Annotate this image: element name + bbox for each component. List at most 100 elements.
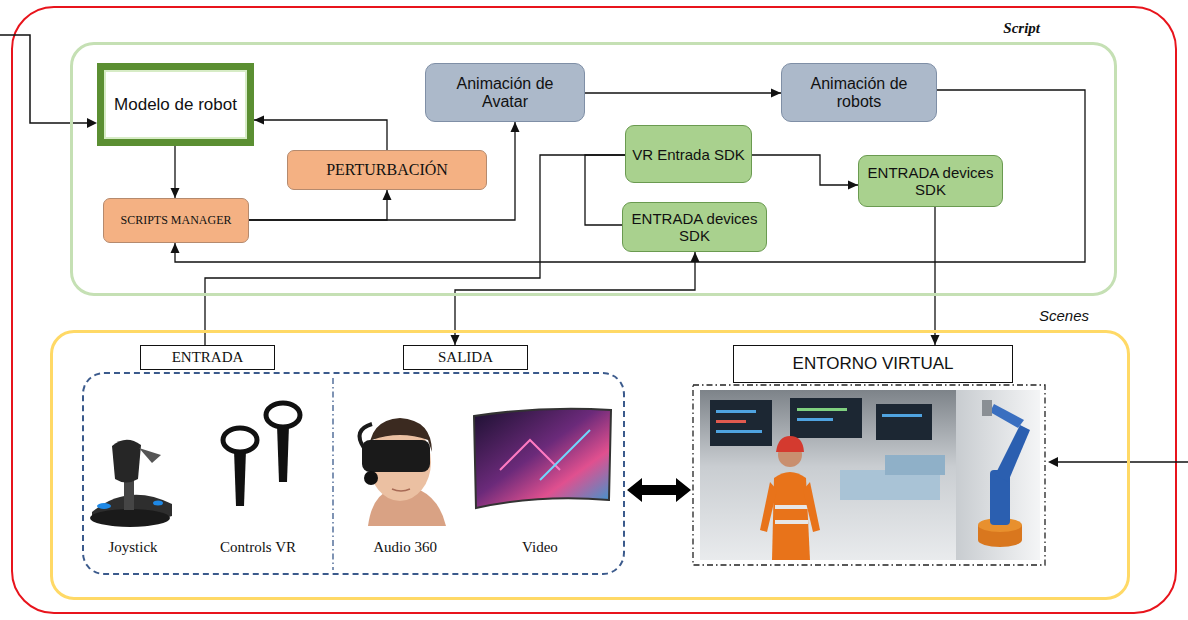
illustration-shape xyxy=(87,118,97,128)
illustration-shape xyxy=(332,378,333,570)
illustration-shape xyxy=(223,428,257,452)
connector-line xyxy=(254,120,387,150)
illustration-shape xyxy=(474,409,611,508)
connector-line xyxy=(585,92,781,93)
environment-label-box: ENTORNO VIRTUAL xyxy=(733,345,1013,383)
model-box: Modelo de robot xyxy=(97,63,254,146)
arrowhead xyxy=(171,243,180,253)
illustration-shape xyxy=(803,482,820,532)
illustration-shape xyxy=(760,482,777,532)
illustration-shape xyxy=(12,7,1176,613)
illustration-shape xyxy=(266,403,300,427)
illustration-shape xyxy=(995,425,1030,482)
animation-box: Animación de Avatar xyxy=(425,63,585,122)
illustration-shape xyxy=(112,440,141,483)
illustration-shape xyxy=(364,471,378,485)
box-text: ENTRADA devices SDK xyxy=(865,164,996,198)
io-label-box: ENTRADA xyxy=(140,345,275,370)
arrowhead xyxy=(931,335,940,345)
caption-text: Script xyxy=(1003,20,1040,37)
illustration-shape xyxy=(790,398,862,438)
box-text: ENTRADA xyxy=(172,349,244,366)
vr-controllers-icon xyxy=(223,403,300,506)
video-screen-icon xyxy=(474,409,611,508)
connector xyxy=(249,122,520,220)
box-text: Animación de Avatar xyxy=(432,75,578,111)
illustration-shape xyxy=(627,478,691,502)
illustration-shape xyxy=(153,501,163,506)
box-text: VR Entrada SDK xyxy=(632,146,745,163)
caption-text: Video xyxy=(522,539,558,556)
connector xyxy=(931,207,940,345)
caption-text: Audio 360 xyxy=(373,539,437,556)
illustration-shape xyxy=(1058,461,1188,463)
device-panel: JoystickControls VRAudio 360Video xyxy=(82,372,625,575)
arrowhead xyxy=(848,181,858,190)
illustration-shape xyxy=(234,450,246,506)
illustration-shape xyxy=(885,455,945,475)
joystick-icon xyxy=(90,440,172,527)
virtual-environment-picture xyxy=(693,385,1045,565)
illustration-shape xyxy=(982,400,992,416)
double-arrow xyxy=(627,478,691,502)
sdk-box: ENTRADA devices SDK xyxy=(858,155,1003,207)
box-text: ENTRADA devices SDK xyxy=(629,210,760,244)
box-text: PERTURBACIÓN xyxy=(326,161,448,179)
script-region: ScriptModelo de robotAnimación de Avatar… xyxy=(70,42,1117,296)
illustration-shape xyxy=(360,424,373,448)
illustration-shape xyxy=(277,425,289,482)
illustration-shape xyxy=(90,509,170,527)
animation-box: Animación de robots xyxy=(781,63,937,122)
illustration-shape xyxy=(710,400,772,446)
connector xyxy=(171,90,1086,262)
connector-line xyxy=(752,155,858,185)
illustration-shape xyxy=(392,489,410,491)
connector xyxy=(254,116,387,151)
arrowhead xyxy=(171,188,180,198)
illustration-shape xyxy=(775,520,808,524)
illustration-shape xyxy=(797,408,847,411)
connector-line xyxy=(249,122,515,220)
arrowhead xyxy=(254,116,264,125)
box-text: ENTORNO VIRTUAL xyxy=(793,354,954,374)
connector xyxy=(249,190,392,220)
panel-divider xyxy=(333,378,334,570)
connector xyxy=(171,146,180,198)
illustration-shape xyxy=(0,35,88,123)
illustration-shape xyxy=(716,420,746,423)
illustration-shape xyxy=(956,390,1040,560)
illustration-shape xyxy=(775,505,808,509)
illustration-shape xyxy=(97,503,111,509)
connector-line xyxy=(175,90,1085,262)
disturbance-box: PERTURBACIÓN xyxy=(287,150,487,190)
manager-box: SCRIPTS MANAGER xyxy=(103,198,249,243)
arrowhead xyxy=(511,122,520,132)
outer-frame xyxy=(12,7,1176,613)
caption-text: Joystick xyxy=(108,539,157,556)
illustration-shape xyxy=(876,404,932,440)
box-text: Modelo de robot xyxy=(114,95,237,115)
illustration-shape xyxy=(716,410,756,413)
illustration-shape xyxy=(772,472,810,560)
illustration-shape xyxy=(700,390,956,560)
arrowhead xyxy=(771,89,781,98)
illustration-shape xyxy=(990,404,1024,428)
box-text: SCRIPTS MANAGER xyxy=(120,213,231,228)
illustration-shape xyxy=(797,418,833,421)
sdk-box: ENTRADA devices SDK xyxy=(622,202,767,252)
scenes-region: ScenesENTRADASALIDAENTORNO VIRTUALJoysti… xyxy=(50,330,1130,600)
connector xyxy=(752,155,858,190)
connector-line xyxy=(585,155,625,225)
illustration-shape xyxy=(500,440,560,470)
connector xyxy=(585,89,781,98)
illustration-shape xyxy=(693,385,1045,565)
illustration-shape xyxy=(776,436,804,452)
illustration-shape xyxy=(1048,457,1058,467)
illustration-shape xyxy=(540,430,590,480)
arrowhead xyxy=(383,190,392,200)
arrowhead xyxy=(691,252,700,262)
box-text: Animación de robots xyxy=(788,75,930,111)
connector xyxy=(585,155,625,225)
caption-text: Scenes xyxy=(1039,307,1089,324)
